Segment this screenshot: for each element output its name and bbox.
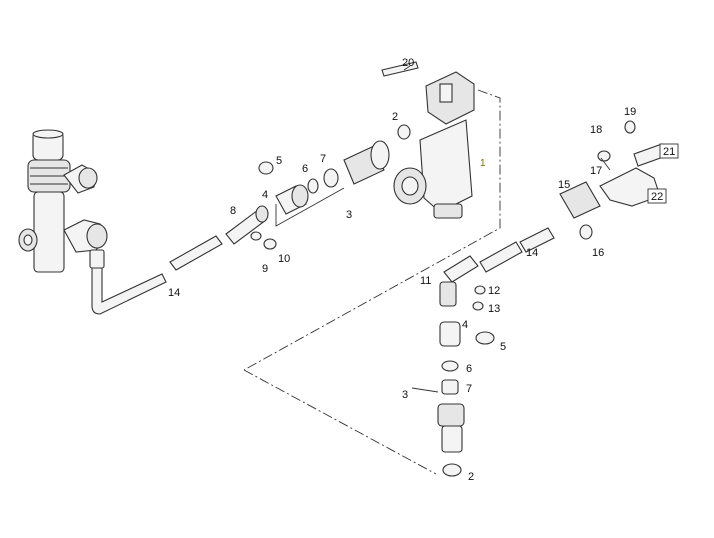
callout-15: 15 — [558, 179, 570, 191]
tee-fitting — [479, 120, 667, 273]
callout-19: 19 — [624, 106, 636, 118]
callout-18: 18 — [590, 124, 602, 136]
callout-11: 11 — [420, 275, 431, 287]
callout-20: 20 — [402, 57, 414, 69]
callout-4-bottom: 4 — [462, 319, 468, 331]
callout-22: 22 — [651, 191, 663, 203]
pump-assembly — [18, 129, 108, 273]
callout-16: 16 — [592, 247, 604, 259]
leader-line-lower — [243, 369, 437, 475]
callout-14-left: 14 — [168, 287, 180, 299]
lower-fitting-stack — [437, 255, 495, 477]
pressure-regulator — [381, 61, 475, 219]
callout-4-top: 4 — [262, 189, 268, 201]
bent-pipe — [91, 267, 167, 315]
callout-5-top: 5 — [276, 155, 282, 167]
callout-13: 13 — [488, 303, 500, 315]
callout-17: 17 — [590, 165, 602, 177]
callout-12: 12 — [488, 285, 500, 297]
callout-21-box — [659, 143, 679, 159]
callout-7-top: 7 — [320, 153, 326, 165]
callout-1: 1 — [480, 158, 486, 169]
callout-7-bottom: 7 — [466, 383, 472, 395]
pipe-segment — [169, 235, 223, 271]
callout-22-box — [647, 188, 667, 204]
callout-6-top: 6 — [302, 163, 308, 175]
callout-6-bottom: 6 — [466, 363, 472, 375]
callout-3-bottom: 3 — [402, 389, 408, 401]
callout-10: 10 — [278, 253, 290, 265]
callout-21: 21 — [663, 146, 675, 158]
callout-5-bottom: 5 — [500, 341, 506, 353]
callout-14-right: 14 — [526, 247, 538, 259]
callout-8: 8 — [230, 205, 236, 217]
callout-9: 9 — [262, 263, 268, 275]
callout-2-bottom: 2 — [468, 471, 474, 483]
callout-2-top: 2 — [392, 111, 398, 123]
upper-fitting-set — [225, 140, 390, 250]
callout-3-top: 3 — [346, 209, 352, 221]
